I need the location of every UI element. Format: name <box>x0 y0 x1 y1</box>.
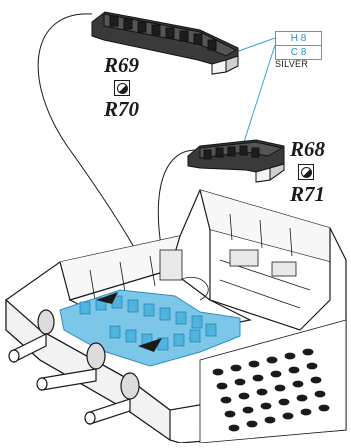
part-number-lower-a: R68 <box>290 137 326 161</box>
placement-arrow-1 <box>96 292 118 304</box>
upper-ammo-rack-part <box>91 11 239 75</box>
placement-arrows <box>96 292 162 352</box>
paint-code-box: H 8 C 8 <box>275 31 322 60</box>
rod-1 <box>8 309 55 363</box>
chassis-detail <box>89 213 311 309</box>
mirror-pair-icon-lower <box>298 164 314 180</box>
part-number-upper-a: R69 <box>104 53 140 77</box>
rod-3 <box>84 372 140 425</box>
lower-ammo-rack-part <box>187 139 285 183</box>
paint-leaders <box>235 37 276 143</box>
paint-code-2: C 8 <box>276 45 321 59</box>
paint-color-name: SILVER <box>275 59 309 69</box>
paint-leader-1 <box>235 37 276 53</box>
placement-arrow-2 <box>138 338 162 352</box>
mirror-pair-icon <box>114 80 130 96</box>
part-number-lower-b: R71 <box>290 182 326 206</box>
paint-leader-2 <box>243 44 276 143</box>
rod-2 <box>36 342 106 391</box>
front-rods <box>8 309 140 425</box>
part-number-upper-b: R70 <box>104 97 140 121</box>
installed-part-highlight <box>59 289 241 367</box>
paint-code-1: H 8 <box>290 33 307 44</box>
shell-rack <box>199 319 347 444</box>
